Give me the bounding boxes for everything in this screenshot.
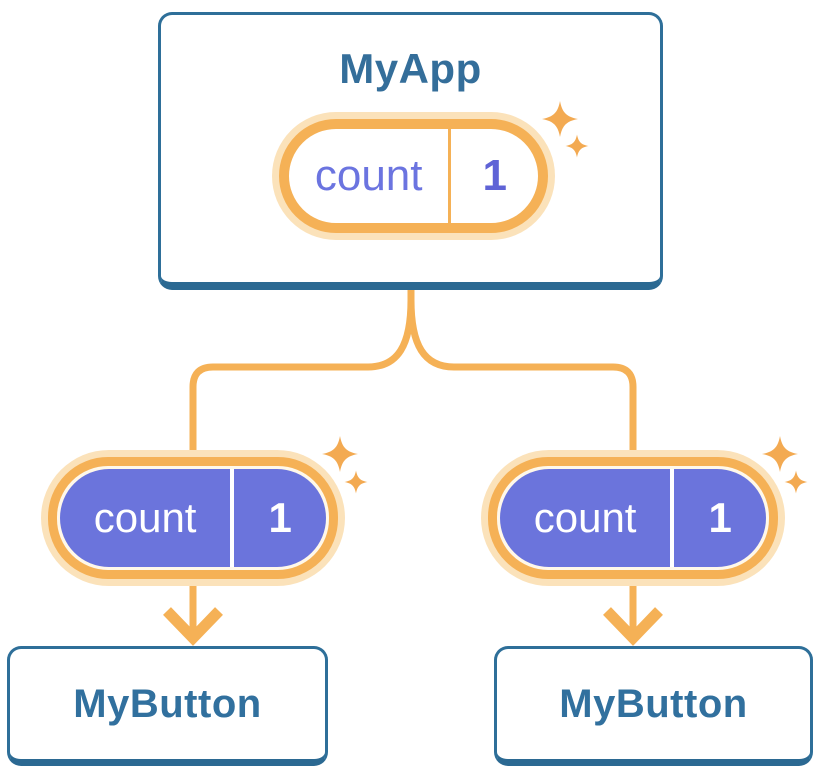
component-title: MyButton bbox=[559, 681, 748, 726]
pill-divider bbox=[670, 469, 675, 567]
prop-pill-body: count 1 bbox=[60, 469, 326, 567]
prop-pill-left: count 1 bbox=[41, 450, 345, 586]
prop-pill-body: count 1 bbox=[500, 469, 766, 567]
component-title: MyButton bbox=[73, 681, 262, 726]
state-value-label: 1 bbox=[482, 151, 507, 200]
prop-pill-right: count 1 bbox=[481, 450, 785, 586]
component-card-mybutton-left: MyButton bbox=[7, 646, 328, 766]
pill-divider bbox=[448, 129, 452, 223]
arrow-down-icon bbox=[163, 607, 223, 646]
component-title: MyApp bbox=[339, 45, 482, 92]
state-pill-ring: count 1 bbox=[279, 119, 548, 233]
prop-value-label: 1 bbox=[708, 494, 732, 541]
state-pill-body: count 1 bbox=[289, 129, 538, 223]
sparkle-icon bbox=[762, 436, 798, 472]
sparkle-icon bbox=[784, 470, 808, 494]
state-key-label: count bbox=[314, 151, 423, 200]
prop-key-label: count bbox=[533, 494, 637, 541]
state-pill-app: count 1 bbox=[272, 112, 555, 240]
arrow-down-icon bbox=[603, 607, 663, 646]
sparkle-icon bbox=[344, 470, 368, 494]
prop-key-label: count bbox=[93, 494, 197, 541]
prop-value-label: 1 bbox=[268, 494, 292, 541]
prop-pill-ring: count 1 bbox=[488, 457, 778, 579]
component-card-mybutton-right: MyButton bbox=[494, 646, 813, 766]
prop-pill-ring: count 1 bbox=[48, 457, 338, 579]
sparkle-icon bbox=[322, 436, 358, 472]
